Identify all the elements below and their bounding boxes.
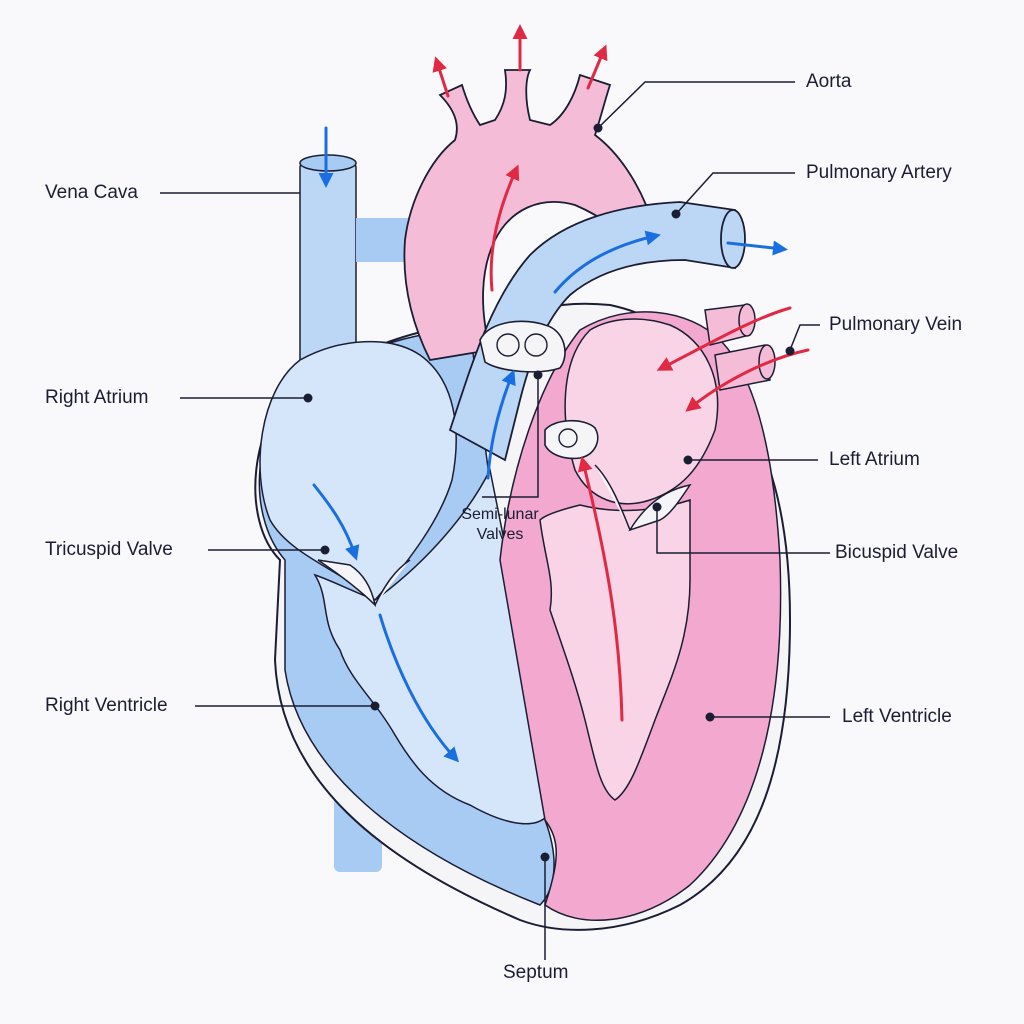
label-right-atrium: Right Atrium (45, 387, 149, 408)
label-vena-cava: Vena Cava (45, 182, 138, 203)
label-semilunar-valves: Semi-lunar Valves (440, 505, 560, 545)
label-semilunar-line1: Semi-lunar (461, 506, 539, 523)
label-left-atrium: Left Atrium (829, 449, 920, 470)
label-pulmonary-artery: Pulmonary Artery (806, 162, 952, 183)
label-bicuspid-valve: Bicuspid Valve (835, 542, 959, 563)
label-leader-dots (303, 123, 795, 862)
label-left-ventricle: Left Ventricle (842, 706, 952, 727)
tricuspid-valve (317, 559, 411, 608)
label-pulmonary-vein: Pulmonary Vein (829, 314, 963, 335)
label-tricuspid-valve: Tricuspid Valve (45, 539, 173, 560)
bicuspid-valve (594, 464, 692, 532)
label-right-ventricle: Right Ventricle (45, 695, 168, 716)
semilunar-valves (479, 320, 599, 460)
label-leader-lines (160, 81, 830, 960)
right-atrium-chamber (259, 340, 457, 602)
deoxygenated-flow-arrows (312, 126, 788, 763)
label-semilunar-line2: Valves (476, 526, 524, 543)
label-aorta: Aorta (806, 71, 852, 92)
label-septum: Septum (503, 962, 569, 983)
pulmonary-artery (448, 201, 736, 462)
oxygenated-flow-arrows (432, 24, 810, 722)
pulmonary-veins (704, 303, 776, 391)
right-ventricle-chamber (313, 467, 546, 825)
